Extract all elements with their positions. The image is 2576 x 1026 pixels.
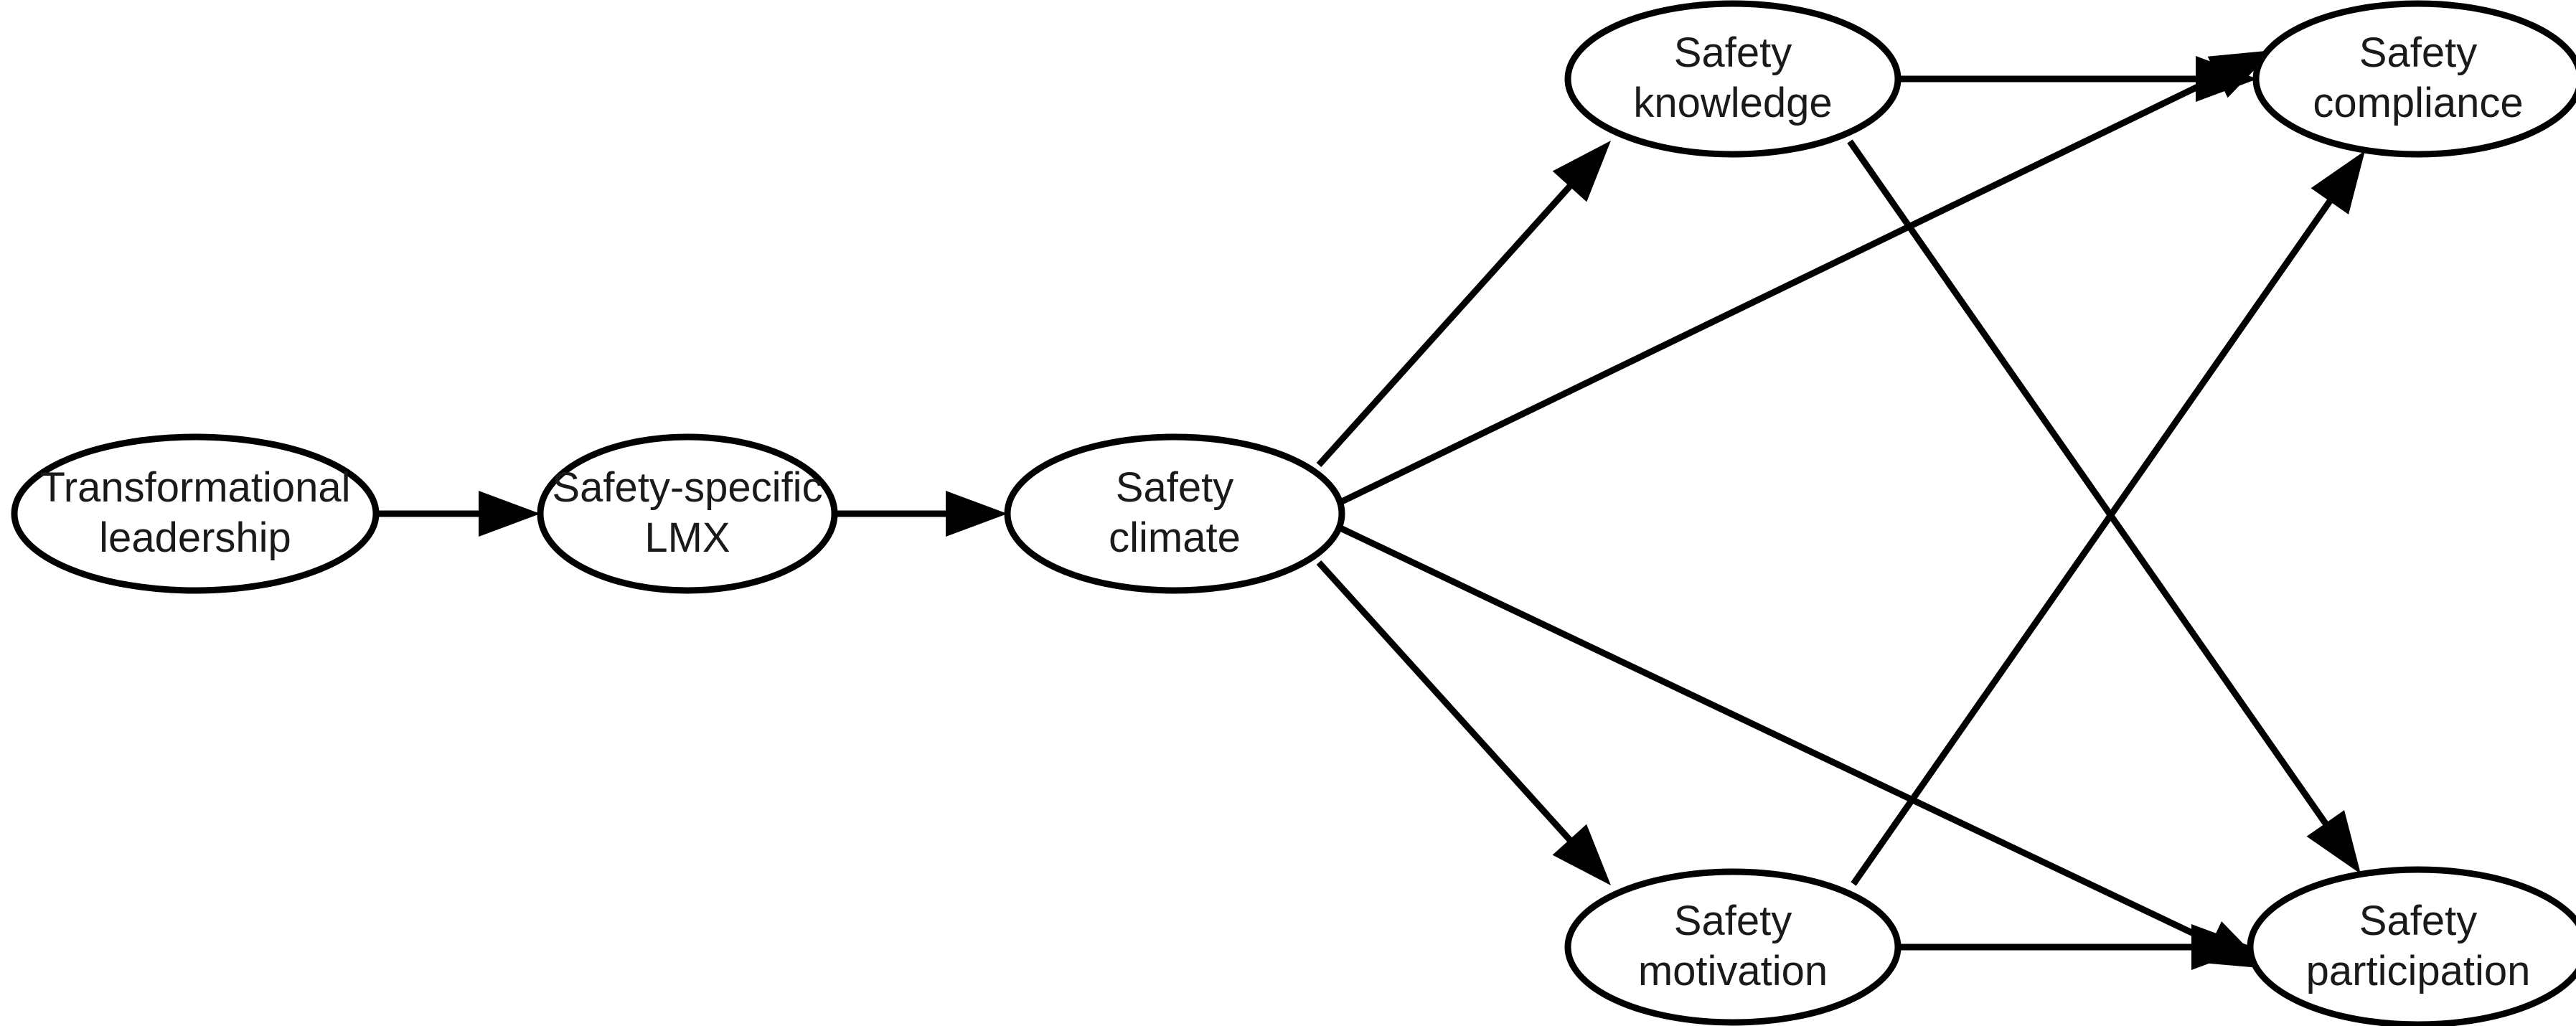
node-shape-safety-specific-lmx[interactable] <box>537 433 838 594</box>
edge-climate-to-knowledge-line <box>1316 179 1577 468</box>
node-label-line2-safety-specific-lmx: LMX <box>644 514 730 561</box>
node-label-line2-safety-knowledge: knowledge <box>1633 80 1832 126</box>
edge-motivation-to-participation-arrowhead <box>2191 924 2253 970</box>
node-shape-safety-compliance[interactable] <box>2252 0 2576 158</box>
edge-knowledge-to-participation-line <box>1847 139 2333 832</box>
node-label-line2-safety-participation: participation <box>2306 948 2531 994</box>
node-label-line1-safety-specific-lmx: Safety-specific <box>552 464 822 511</box>
edge-motivation-to-participation <box>1898 924 2253 970</box>
edge-motivation-to-compliance <box>1851 151 2365 886</box>
edge-knowledge-to-compliance <box>1898 56 2257 102</box>
node-label-line1-safety-motivation: Safety <box>1674 898 1792 944</box>
edge-motivation-to-compliance-line <box>1851 193 2337 886</box>
edge-climate-to-motivation-arrowhead <box>1552 824 1611 885</box>
node-label-line2-safety-compliance: compliance <box>2313 80 2523 126</box>
edge-knowledge-to-compliance-arrowhead <box>2196 56 2257 102</box>
node-shape-safety-motivation[interactable] <box>1564 868 1902 1026</box>
edge-lmx-to-climate-arrowhead <box>946 491 1007 537</box>
edges-layer <box>379 50 2365 970</box>
node-label-line2-safety-climate: climate <box>1109 514 1241 561</box>
edge-knowledge-to-participation <box>1847 139 2361 874</box>
node-shape-transformational-leadership[interactable] <box>11 433 380 594</box>
node-label-line1-safety-knowledge: Safety <box>1674 29 1792 76</box>
edge-climate-to-knowledge <box>1316 141 1611 468</box>
node-label-line2-transformational-leadership: leadership <box>99 514 291 561</box>
node-label-line1-transformational-leadership: Transformational <box>39 464 350 511</box>
node-shape-safety-knowledge[interactable] <box>1564 0 1902 158</box>
node-shape-safety-climate[interactable] <box>1004 433 1345 594</box>
edge-climate-to-motivation-line <box>1316 560 1577 847</box>
node-label-line1-safety-participation: Safety <box>2359 898 2477 944</box>
edge-leadership-to-lmx <box>379 491 540 537</box>
node-label-line2-safety-motivation: motivation <box>1638 948 1828 994</box>
node-label-line1-safety-climate: Safety <box>1116 464 1233 511</box>
edge-climate-to-knowledge-arrowhead <box>1552 141 1611 202</box>
edge-leadership-to-lmx-arrowhead <box>479 491 540 537</box>
node-shape-safety-participation[interactable] <box>2247 866 2576 1026</box>
edge-knowledge-to-participation-arrowhead <box>2306 810 2361 874</box>
edge-climate-to-participation-line <box>1339 524 2220 949</box>
edge-motivation-to-compliance-arrowhead <box>2311 151 2365 215</box>
node-label-line1-safety-compliance: Safety <box>2359 29 2477 76</box>
edge-lmx-to-climate <box>837 491 1007 537</box>
edge-climate-to-compliance-line <box>1339 71 2226 506</box>
edge-climate-to-motivation <box>1316 560 1611 885</box>
